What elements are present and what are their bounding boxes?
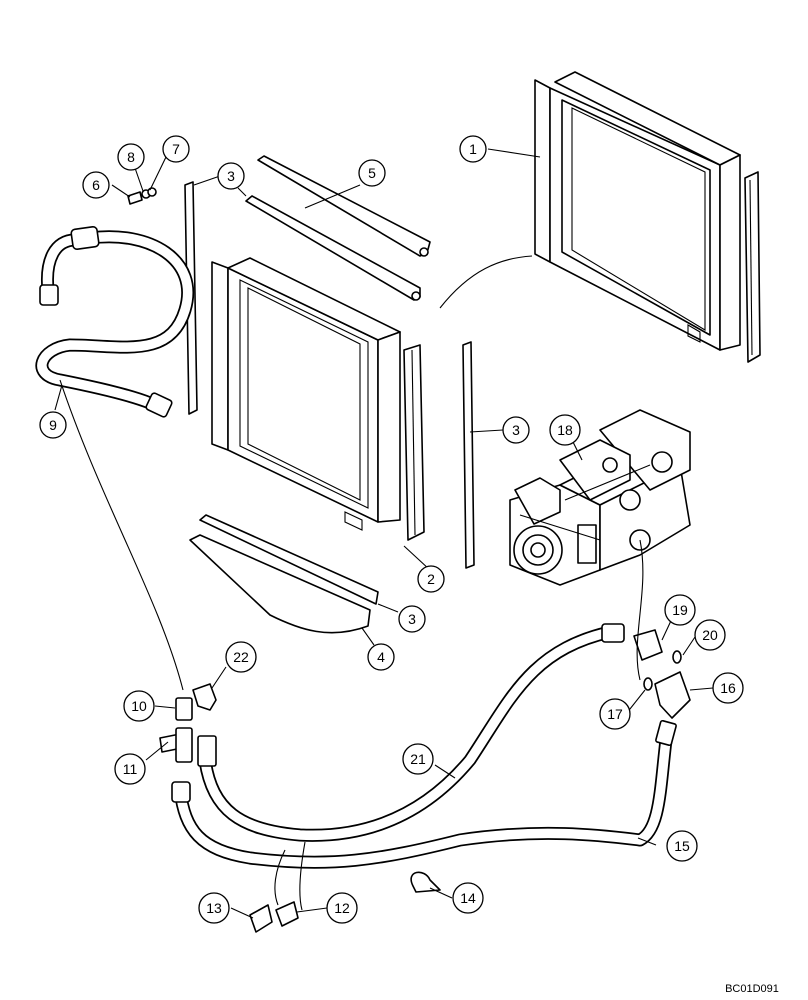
callout-14: 14 bbox=[452, 882, 484, 914]
callout-22-label: 22 bbox=[233, 649, 249, 665]
callout-6-label: 6 bbox=[92, 177, 100, 193]
fastener-hardware bbox=[127, 187, 157, 205]
callout-4: 4 bbox=[367, 643, 395, 671]
callout-13: 13 bbox=[198, 892, 230, 924]
callout-9: 9 bbox=[39, 411, 67, 439]
callout-1-label: 1 bbox=[469, 141, 477, 157]
seal-strip-right bbox=[462, 341, 475, 569]
callout-19: 19 bbox=[664, 594, 696, 626]
callout-3-right-label: 3 bbox=[512, 422, 520, 438]
callout-20-label: 20 bbox=[702, 627, 718, 643]
callout-10: 10 bbox=[123, 690, 155, 722]
seal-strip-bottom bbox=[199, 514, 379, 605]
seal-strip-long-end bbox=[419, 247, 429, 257]
callout-4-label: 4 bbox=[377, 649, 385, 665]
callout-12-label: 12 bbox=[334, 900, 350, 916]
callout-8: 8 bbox=[117, 143, 145, 171]
callout-21-label: 21 bbox=[410, 751, 426, 767]
seal-strip-top bbox=[245, 195, 421, 301]
callout-20: 20 bbox=[694, 619, 726, 651]
callout-2-label: 2 bbox=[427, 571, 435, 587]
callout-7: 7 bbox=[162, 135, 190, 163]
callout-22: 22 bbox=[225, 641, 257, 673]
callout-3-bottom-label: 3 bbox=[408, 611, 416, 627]
callout-16-label: 16 bbox=[720, 680, 736, 696]
callout-3-right: 3 bbox=[502, 416, 530, 444]
callout-18: 18 bbox=[549, 414, 581, 446]
callout-17-label: 17 bbox=[607, 706, 623, 722]
document-id: BC01D091 bbox=[725, 983, 779, 995]
callout-6: 6 bbox=[82, 171, 110, 199]
callout-15: 15 bbox=[666, 830, 698, 862]
callout-11-label: 11 bbox=[123, 761, 138, 777]
callout-11: 11 bbox=[114, 753, 146, 785]
callout-3-top-label: 3 bbox=[227, 168, 235, 184]
callout-2: 2 bbox=[417, 565, 445, 593]
callout-18-label: 18 bbox=[557, 422, 573, 438]
callout-1: 1 bbox=[459, 135, 487, 163]
callout-5: 5 bbox=[358, 159, 386, 187]
callout-15-label: 15 bbox=[674, 838, 690, 854]
callout-12: 12 bbox=[326, 892, 358, 924]
callout-8-label: 8 bbox=[127, 149, 135, 165]
callout-13-label: 13 bbox=[206, 900, 222, 916]
bottom-baffle bbox=[189, 534, 371, 634]
callout-10-label: 10 bbox=[131, 698, 147, 714]
callout-21: 21 bbox=[402, 743, 434, 775]
seal-strip-long bbox=[257, 155, 431, 257]
callout-5-label: 5 bbox=[368, 165, 376, 181]
callout-7-label: 7 bbox=[172, 141, 180, 157]
callout-17: 17 bbox=[599, 698, 631, 730]
callout-16: 16 bbox=[712, 672, 744, 704]
callout-3-top: 3 bbox=[217, 162, 245, 190]
oil-cooler bbox=[211, 257, 425, 541]
hydraulic-pump bbox=[509, 409, 691, 586]
seal-strip-top-end bbox=[411, 291, 421, 301]
callout-14-label: 14 bbox=[460, 890, 476, 906]
clamps bbox=[249, 871, 441, 933]
callout-19-label: 19 bbox=[672, 602, 688, 618]
callout-3-bottom: 3 bbox=[398, 605, 426, 633]
return-hose bbox=[35, 226, 195, 691]
lower-tube-lines bbox=[173, 625, 673, 911]
cooler-frame bbox=[534, 71, 761, 363]
callout-9-label: 9 bbox=[49, 417, 57, 433]
assembly-arc bbox=[439, 255, 533, 309]
